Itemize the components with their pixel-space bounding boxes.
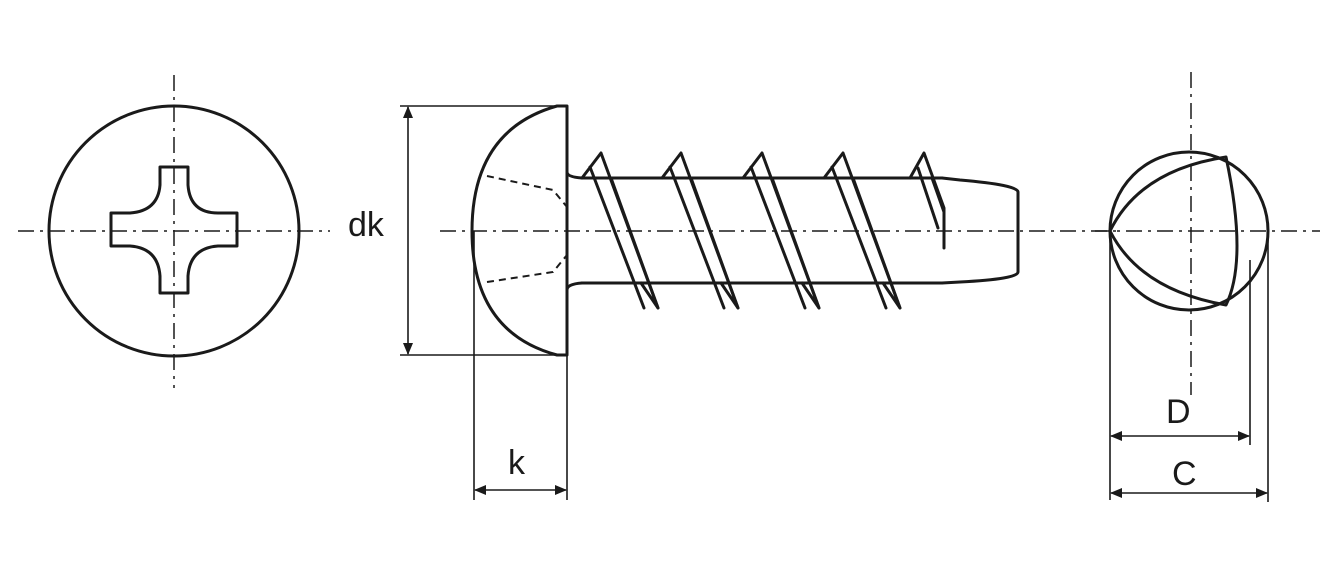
thread-2: [660, 151, 740, 310]
screw-side-view: [440, 104, 1120, 357]
D-label: D: [1166, 393, 1191, 431]
dimension-C: C: [1110, 231, 1269, 502]
screw-end-view: [1095, 72, 1320, 395]
dimension-dk: dk: [348, 105, 567, 356]
C-label: C: [1172, 455, 1197, 493]
trilobular-profile: [1108, 155, 1239, 307]
neck-outline: [565, 170, 584, 292]
dimension-D: D: [1109, 231, 1251, 500]
thread-5-cutting-slot: [908, 151, 946, 250]
thread-4: [822, 151, 902, 310]
phillips-cross-recess: [109, 165, 239, 295]
thread-1: [580, 151, 660, 310]
dk-label: dk: [348, 206, 385, 244]
screw-tip: [940, 176, 1020, 285]
thread-3: [741, 151, 821, 310]
pan-head-outline: [470, 104, 569, 357]
k-label: k: [508, 444, 526, 482]
head-outline-circle: [47, 104, 301, 358]
head-top-view: [18, 75, 330, 388]
hidden-recess-line: [486, 175, 568, 283]
dimension-k: k: [473, 231, 568, 500]
